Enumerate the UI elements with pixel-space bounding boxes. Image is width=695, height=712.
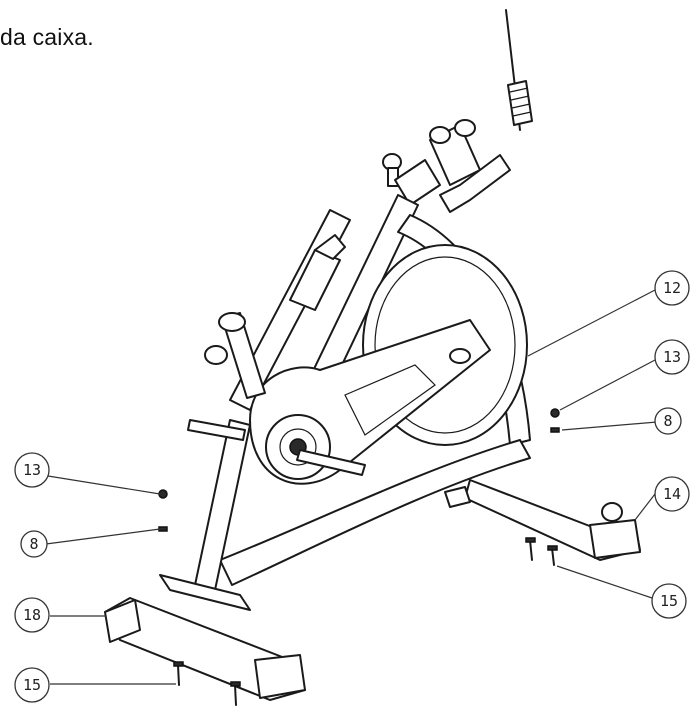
pedals bbox=[187, 348, 471, 476]
hardware bbox=[158, 408, 560, 706]
callout-8-right: 8 bbox=[654, 407, 682, 435]
seat-post bbox=[204, 312, 266, 399]
callout-label: 18 bbox=[23, 606, 41, 624]
callout-13-right: 13 bbox=[654, 339, 690, 375]
callout-label: 14 bbox=[663, 485, 681, 503]
top-knob bbox=[382, 153, 441, 206]
handlebar bbox=[429, 9, 533, 213]
callout-label: 8 bbox=[29, 535, 38, 553]
caption-text: da caixa. bbox=[0, 24, 94, 50]
leader-lines bbox=[45, 289, 658, 685]
callout-15-left: 15 bbox=[14, 667, 50, 703]
callout-15-right: 15 bbox=[651, 583, 687, 619]
callout-label: 8 bbox=[663, 412, 672, 430]
callout-label: 12 bbox=[663, 279, 681, 297]
callout-label: 13 bbox=[23, 461, 41, 479]
callout-14: 14 bbox=[654, 476, 690, 512]
callout-label: 13 bbox=[663, 348, 681, 366]
callout-label: 15 bbox=[660, 592, 678, 610]
callout-13-left: 13 bbox=[14, 452, 50, 488]
rear-stabilizer bbox=[444, 479, 641, 561]
callout-label: 15 bbox=[23, 676, 41, 694]
callout-18: 18 bbox=[14, 597, 50, 633]
water-bottle bbox=[289, 234, 346, 311]
callout-8-left: 8 bbox=[20, 530, 48, 558]
front-stabilizer bbox=[104, 574, 306, 701]
callout-12: 12 bbox=[654, 270, 690, 306]
